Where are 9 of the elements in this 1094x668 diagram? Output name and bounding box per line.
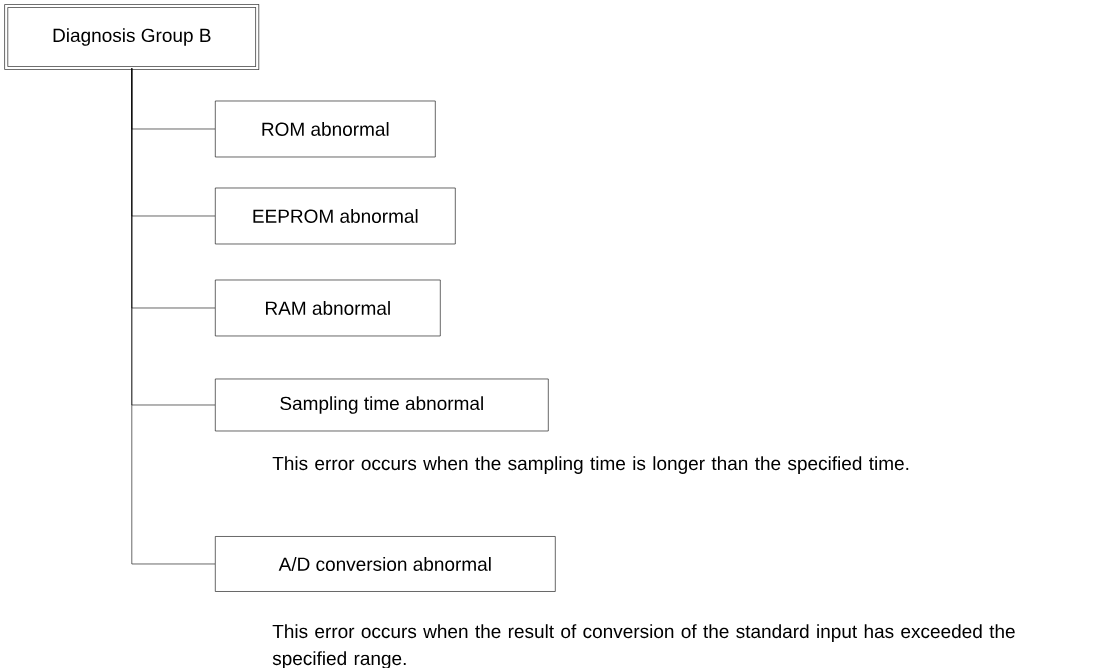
- error-box: EEPROM abnormal: [215, 187, 456, 245]
- error-box: Sampling time abnormal: [215, 378, 549, 432]
- description-text: This error occurs when the result of conversion of the standard input has exceeded the specified range.: [272, 624, 1015, 668]
- error-box: A/D conversion abnormal: [215, 536, 556, 592]
- error-box: RAM abnormal: [215, 279, 441, 337]
- description-text: This error occurs when the sampling time is longer than the specified time.: [272, 456, 909, 474]
- connector-line: [131, 68, 216, 565]
- group-box: Diagnosis Group B: [4, 4, 260, 70]
- error-box: ROM abnormal: [215, 100, 436, 158]
